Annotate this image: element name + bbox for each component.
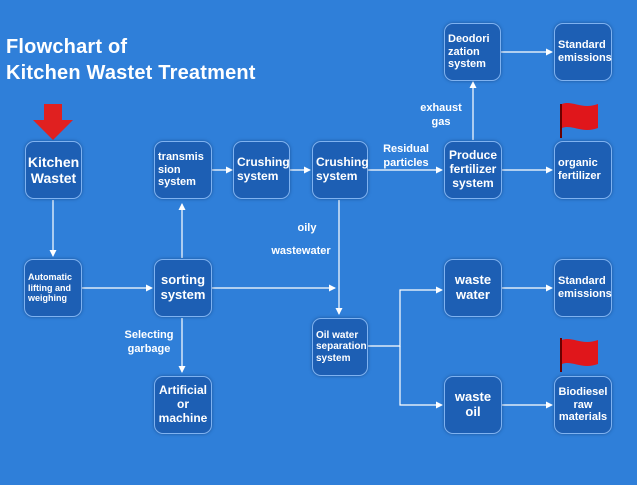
node-automatic-lifting[interactable]: Automatic lifting and weighing: [24, 259, 82, 317]
node-waste-water[interactable]: waste water: [444, 259, 502, 317]
node-deodorization-system[interactable]: Deodori zation system: [444, 23, 501, 81]
label-exhaust-gas: exhaust gas: [420, 102, 462, 128]
node-waste-oil[interactable]: waste oil: [444, 376, 502, 434]
red-flag-icon: [560, 338, 598, 372]
node-transmission-system[interactable]: transmis sion system: [154, 141, 212, 199]
node-kitchen-wastet[interactable]: Kitchen Wastet: [25, 141, 82, 199]
node-oil-water-separation[interactable]: Oil water separation system: [312, 318, 368, 376]
arrow-oilwater-to-wasteoil: [399, 346, 443, 409]
label-selecting-garbage: Selecting garbage: [124, 329, 174, 355]
node-crushing-system-2[interactable]: Crushing system: [312, 141, 369, 199]
node-standard-emissions-mid[interactable]: Standard emissions: [554, 259, 612, 317]
down-arrow-icon: [33, 104, 73, 140]
node-produce-fertilizer-system[interactable]: Produce fertilizer system: [444, 141, 502, 199]
label-residual-particles: Residual particles: [383, 143, 429, 169]
label-wastewater: wastewater: [271, 245, 331, 257]
red-flag-icon: [560, 103, 598, 138]
label-oily: oily: [297, 222, 317, 234]
node-organic-fertilizer[interactable]: organic fertilizer: [554, 141, 612, 199]
node-standard-emissions-top[interactable]: Standard emissions: [554, 23, 612, 81]
node-artificial-or-machine[interactable]: Artificial or machine: [154, 376, 212, 434]
node-sorting-system[interactable]: sorting system: [154, 259, 212, 317]
node-biodiesel-raw-materials[interactable]: Biodiesel raw materials: [554, 376, 612, 434]
arrow-oilwater-to-wastewater: [368, 286, 443, 347]
node-crushing-system-1[interactable]: Crushing system: [233, 141, 290, 199]
page-title: Flowchart of Kitchen Wastet Treatment: [6, 36, 256, 84]
